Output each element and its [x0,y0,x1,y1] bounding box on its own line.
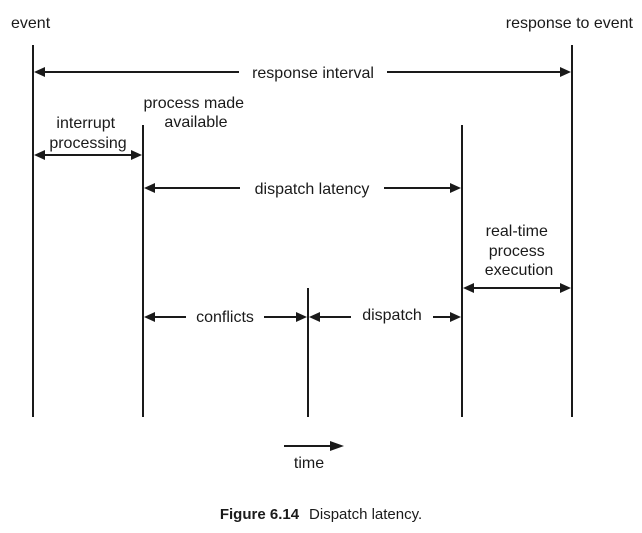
realtime-process-execution-label: real-time process execution [485,223,554,279]
arrow-right-icon [560,283,571,293]
figure-caption: Figure 6.14 Dispatch latency. [0,505,642,525]
arrow-right-icon [296,312,307,322]
response-interval-span: response interval [34,61,571,83]
dispatch-latency-span: dispatch latency [144,177,461,199]
conflicts-label: conflicts [196,309,254,326]
realtime-execution-span [463,283,571,293]
event-label: event [11,15,51,32]
arrow-left-icon [463,283,474,293]
process-made-available-label: process made available [144,95,249,131]
dispatch-latency-label: dispatch latency [255,181,370,198]
time-label: time [294,455,324,472]
response-to-event-label: response to event [506,15,634,32]
arrow-left-icon [34,67,45,77]
arrow-left-icon [144,312,155,322]
response-interval-label: response interval [252,65,374,82]
dispatch-span: dispatch [309,304,461,326]
arrow-left-icon [309,312,320,322]
time-axis-indicator: time [284,441,344,472]
conflicts-span: conflicts [144,306,307,328]
interrupt-processing-span [34,150,142,160]
arrow-right-icon [330,441,344,451]
arrow-right-icon [450,183,461,193]
arrow-right-icon [450,312,461,322]
figure-title: Dispatch latency. [309,506,423,523]
dispatch-label: dispatch [362,307,422,324]
arrow-right-icon [560,67,571,77]
arrow-right-icon [131,150,142,160]
arrow-left-icon [34,150,45,160]
interrupt-processing-label: interrupt processing [49,115,126,152]
arrow-left-icon [144,183,155,193]
figure-number: Figure 6.14 [219,506,300,523]
